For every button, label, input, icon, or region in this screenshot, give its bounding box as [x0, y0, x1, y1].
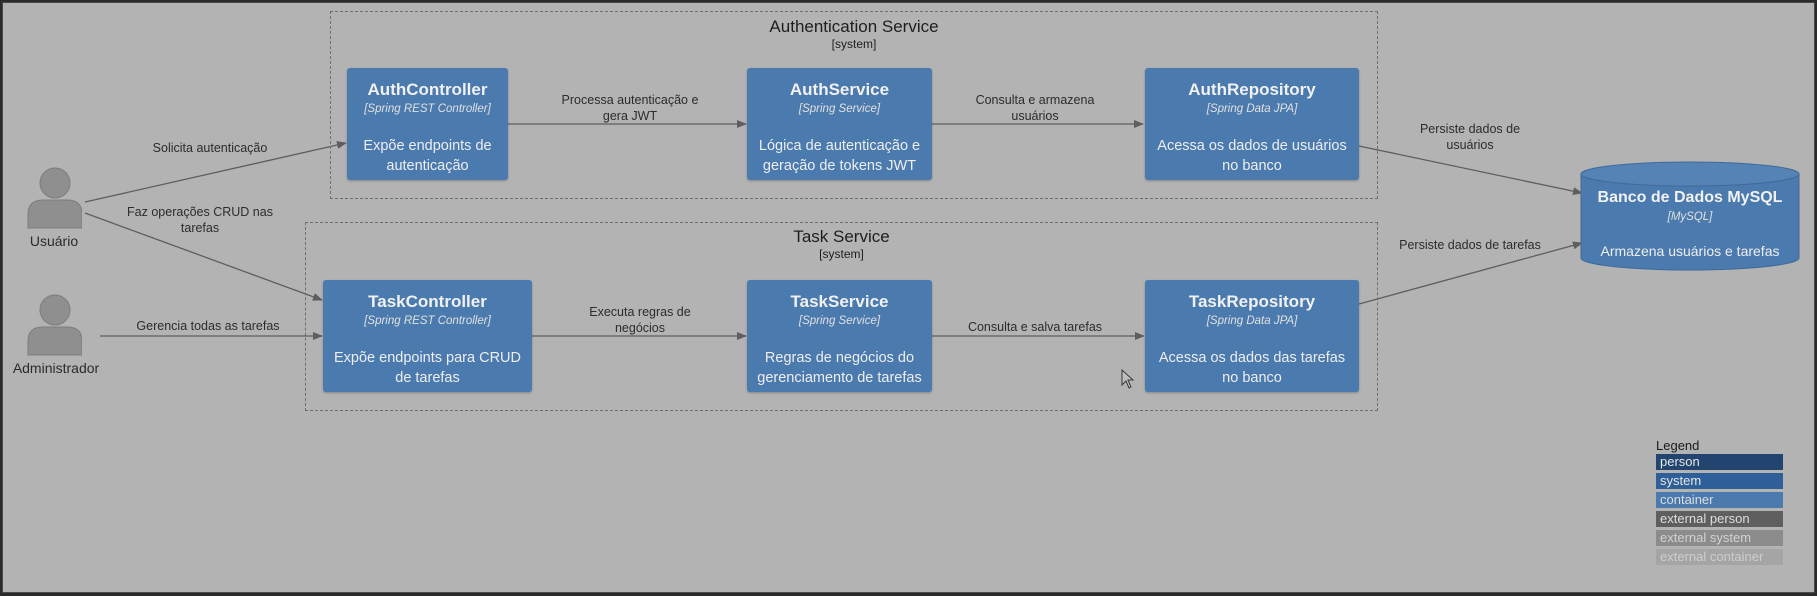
legend-title: Legend — [1656, 438, 1700, 453]
boundary-title: Task Service — [793, 227, 890, 246]
person-icon — [27, 167, 82, 229]
edge-solicita — [84, 141, 347, 203]
auth-service-container[interactable]: AuthService [Spring Service] Lógica de a… — [747, 68, 932, 180]
legend-item-container: container — [1656, 492, 1783, 508]
database-technology: [MySQL] — [1667, 211, 1713, 223]
container-name: AuthRepository — [1188, 80, 1316, 99]
boundary-type: [system] — [831, 37, 877, 51]
auth-repository-container[interactable]: AuthRepository [Spring Data JPA] Acessa … — [1145, 68, 1359, 180]
person-icon — [27, 294, 82, 356]
boundary-title: Authentication Service — [769, 17, 939, 36]
task-service-container[interactable]: TaskService [Spring Service] Regras de n… — [747, 280, 932, 392]
container-name: TaskController — [368, 292, 487, 311]
legend-item-external-container: external container — [1656, 549, 1783, 565]
database-cylinder-icon — [1580, 161, 1800, 271]
auth-controller-container[interactable]: AuthController [Spring REST Controller] … — [347, 68, 508, 180]
mysql-database[interactable]: Banco de Dados MySQL [MySQL] Armazena us… — [1580, 161, 1800, 271]
label-consulta-salva: Consulta e salva tarefas — [967, 320, 1103, 334]
task-service-boundary: Task Service [system] — [305, 222, 1378, 411]
container-name: AuthController — [367, 80, 488, 99]
legend-item-system: system — [1656, 473, 1783, 489]
task-controller-container[interactable]: TaskController [Spring REST Controller] … — [323, 280, 532, 392]
auth-service-boundary: Authentication Service [system] — [330, 11, 1378, 199]
person-administrador[interactable]: Administrador — [13, 293, 99, 379]
container-technology: [Spring REST Controller] — [364, 315, 491, 327]
boundary-type: [system] — [819, 247, 864, 261]
container-technology: [Spring REST Controller] — [364, 103, 491, 115]
container-name: TaskService — [790, 292, 889, 311]
edge-persiste-usuarios — [1358, 145, 1583, 196]
mouse-cursor-icon — [1121, 369, 1135, 389]
container-technology: [Spring Data JPA] — [1206, 315, 1298, 327]
container-technology: [Spring Service] — [798, 103, 881, 115]
database-name: Banco de Dados MySQL — [1597, 189, 1783, 206]
label-persiste-tarefas: Persiste dados de tarefas — [1399, 238, 1541, 252]
person-label: Administrador — [12, 360, 100, 376]
container-name: AuthService — [789, 80, 890, 99]
container-technology: [Spring Service] — [798, 315, 881, 327]
legend-item-external-person: external person — [1656, 511, 1783, 527]
task-repository-container[interactable]: TaskRepository [Spring Data JPA] Acessa … — [1145, 280, 1359, 392]
edge-persiste-tarefas — [1358, 241, 1583, 305]
container-name: TaskRepository — [1188, 292, 1316, 311]
person-usuario[interactable]: Usuário — [26, 166, 88, 252]
legend-item-person: person — [1656, 454, 1783, 470]
edge-crud — [84, 212, 323, 301]
legend: Legend person system container external per… — [1656, 437, 1783, 568]
legend-item-external-system: external system — [1656, 530, 1783, 546]
database-description: Armazena usuários e tarefas — [1600, 243, 1780, 259]
label-solicita: Solicita autenticação — [152, 141, 268, 155]
person-label: Usuário — [29, 233, 79, 249]
container-technology: [Spring Data JPA] — [1206, 103, 1298, 115]
legend-items: person system container external person exte… — [1656, 454, 1783, 565]
label-gerencia: Gerencia todas as tarefas — [136, 319, 280, 333]
